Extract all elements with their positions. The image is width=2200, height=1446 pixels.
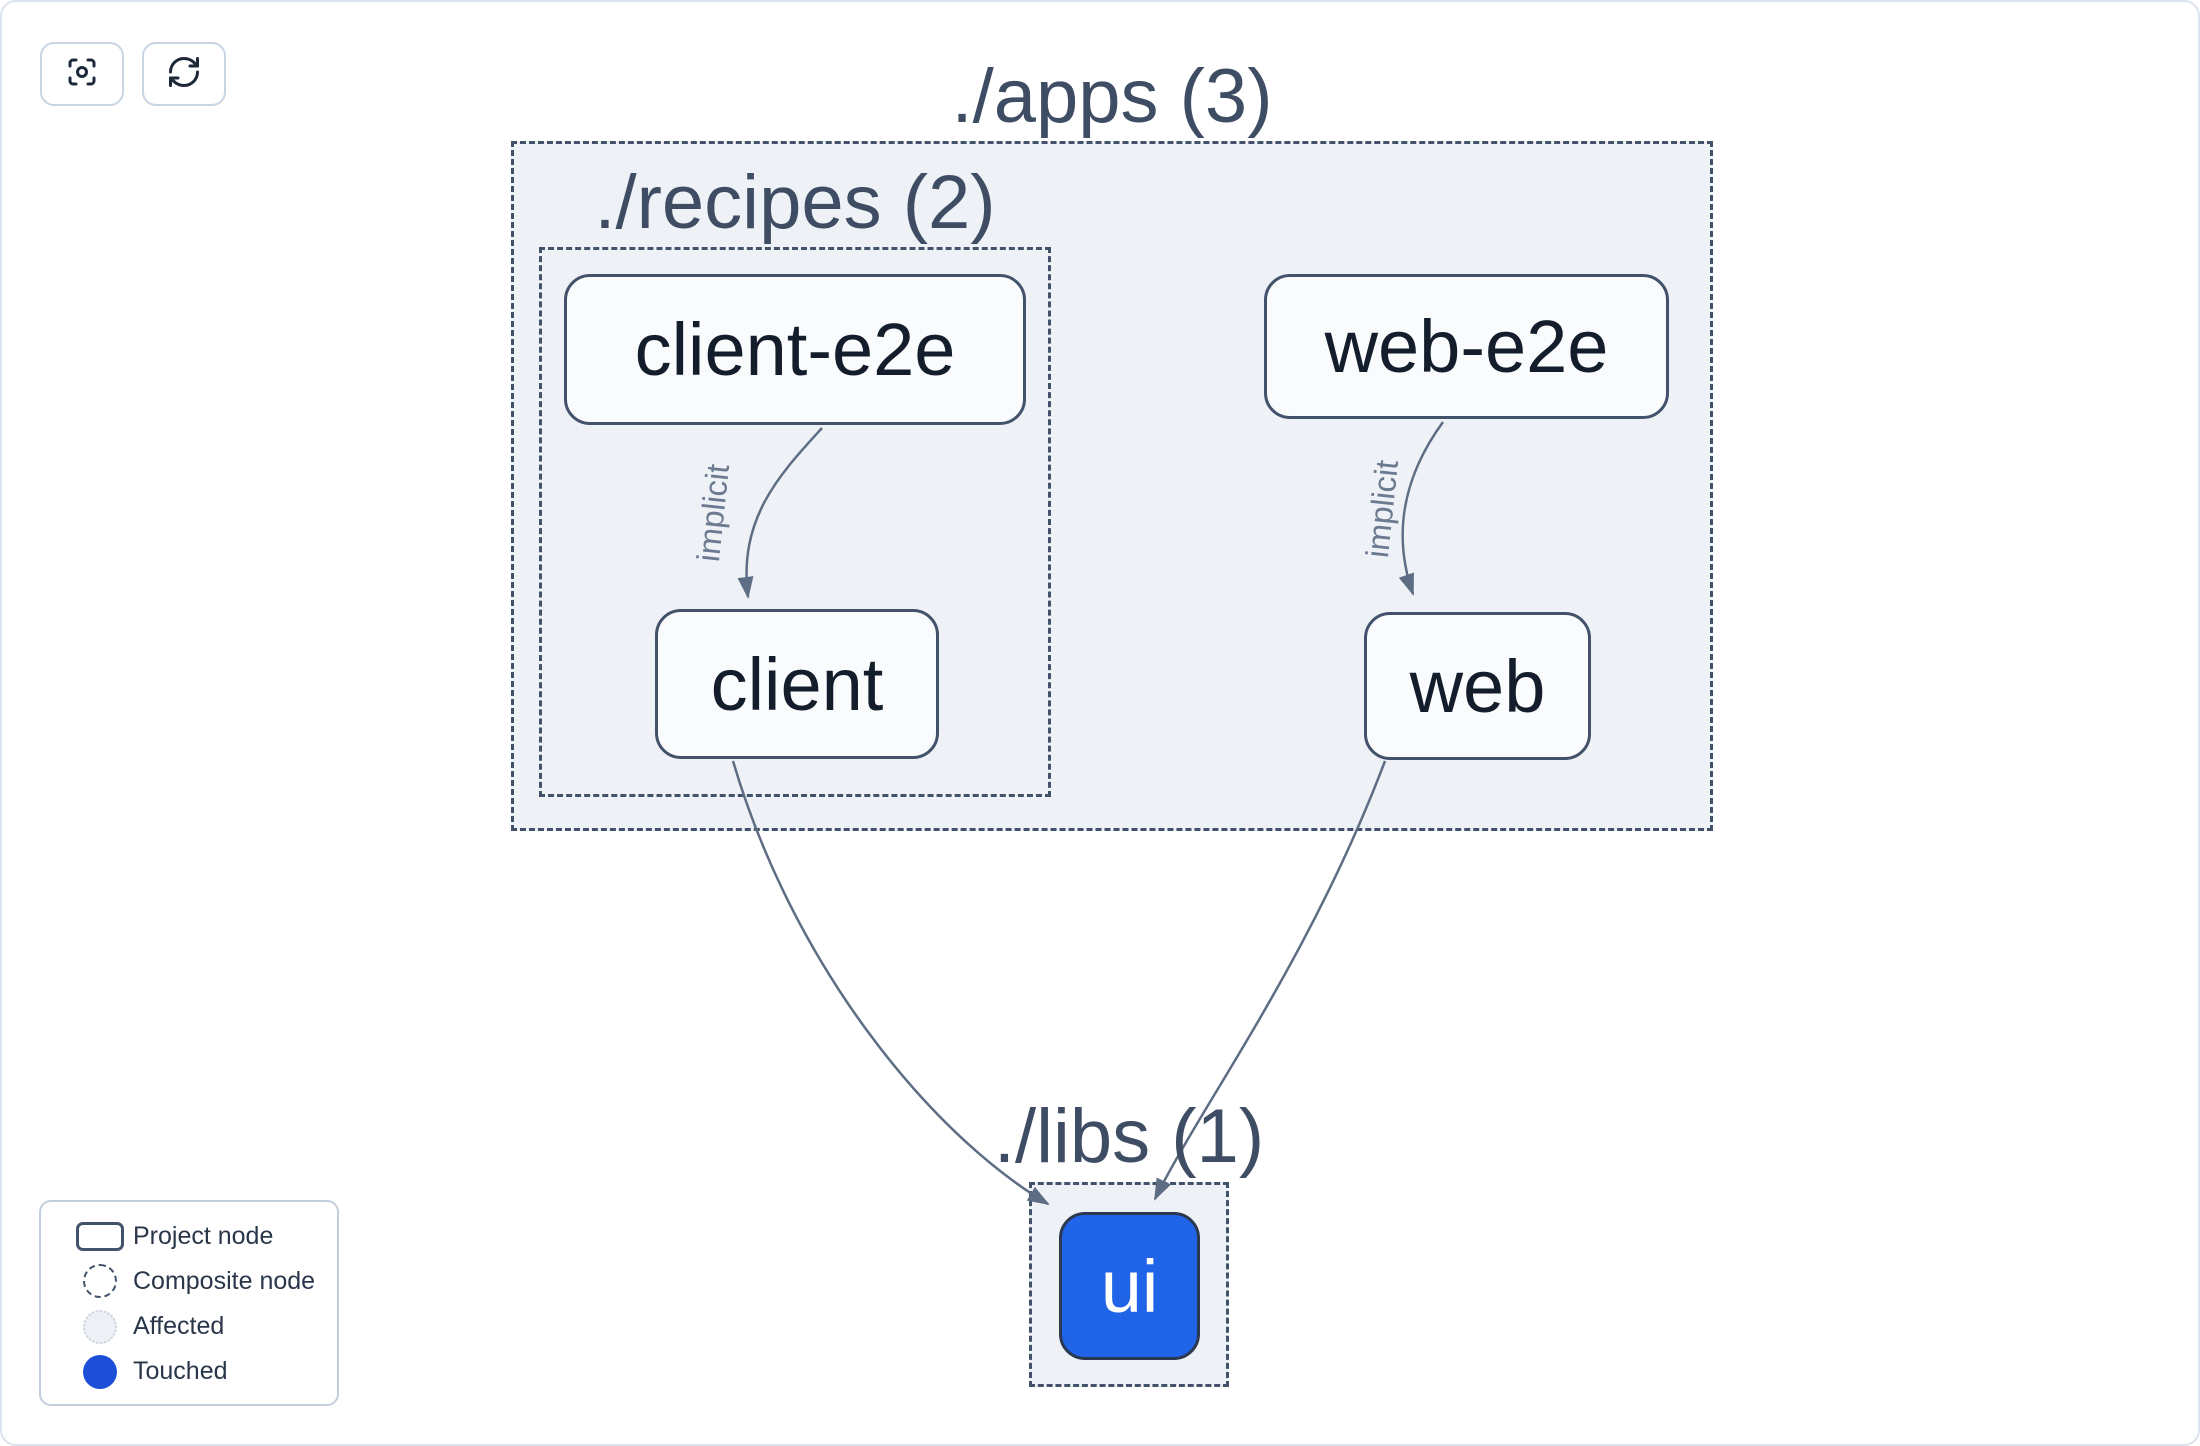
container-title-apps: ./apps (3) bbox=[951, 54, 1273, 139]
project-node-web[interactable]: web bbox=[1364, 612, 1591, 760]
legend-item-affected: Affected bbox=[67, 1305, 337, 1349]
composite-node-swatch-icon bbox=[83, 1264, 117, 1299]
touched-swatch-icon bbox=[83, 1354, 117, 1389]
refresh-icon bbox=[166, 54, 202, 95]
container-title-libs: ./libs (1) bbox=[993, 1094, 1265, 1179]
legend-label: Affected bbox=[133, 1312, 225, 1341]
project-node-swatch-icon bbox=[76, 1221, 124, 1251]
legend-label: Touched bbox=[133, 1357, 228, 1386]
legend-label: Composite node bbox=[133, 1266, 316, 1295]
focus-crosshair-icon bbox=[64, 54, 100, 95]
refresh-button[interactable] bbox=[142, 42, 226, 106]
project-node-client-e2e[interactable]: client-e2e bbox=[564, 274, 1026, 425]
legend-label: Project node bbox=[133, 1221, 274, 1250]
project-node-ui-touched[interactable]: ui bbox=[1059, 1212, 1200, 1360]
legend-item-composite-node: Composite node bbox=[67, 1259, 337, 1303]
focus-button[interactable] bbox=[40, 42, 124, 106]
affected-swatch-icon bbox=[83, 1309, 117, 1344]
project-node-client[interactable]: client bbox=[655, 609, 939, 759]
project-node-web-e2e[interactable]: web-e2e bbox=[1264, 274, 1669, 419]
legend-panel: Project node Composite node Affected Tou… bbox=[39, 1200, 339, 1406]
legend-item-project-node: Project node bbox=[67, 1214, 337, 1258]
legend-item-touched: Touched bbox=[67, 1350, 337, 1394]
